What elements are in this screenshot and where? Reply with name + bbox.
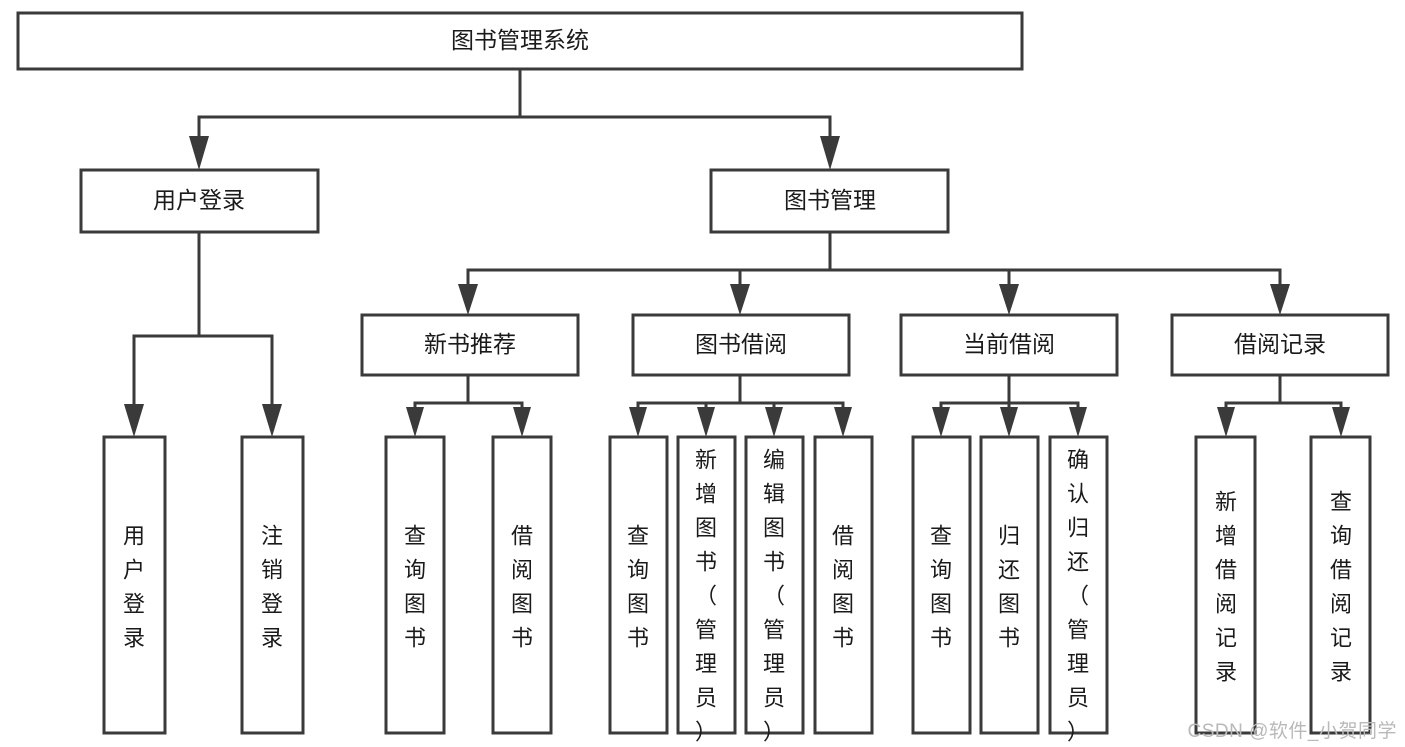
leaf-br-add-record-box[interactable]: [1194, 435, 1257, 735]
node-book-management-box[interactable]: [709, 168, 950, 234]
node-root-box[interactable]: [16, 11, 1024, 71]
node-new-book-recommend[interactable]: 新书推荐: [360, 313, 580, 377]
arrow-head-current-borrow: [999, 284, 1019, 315]
leaf-node[interactable]: 借阅图书: [813, 435, 874, 735]
connector-group-new-book: [406, 373, 531, 437]
node-borrow-record-box[interactable]: [1170, 313, 1390, 377]
arrow-head-leaf-user-login: [124, 404, 144, 437]
leaf-cb-return-book-label: 归还图书: [998, 524, 1020, 651]
leaf-node[interactable]: 确认归还（管理员）: [1048, 435, 1109, 745]
arrow-head-cb-leaf2: [1000, 407, 1018, 437]
leaf-node[interactable]: 编辑图书（管理员）: [744, 435, 805, 745]
node-root-label: 图书管理系统: [451, 27, 589, 53]
arrow-head-book-borrow: [730, 284, 750, 315]
connector-group-book-mgmt: [458, 230, 1290, 315]
leaf-br-query-record-label: 查询借阅记录: [1330, 490, 1352, 685]
leaf-nb-borrow-book-box[interactable]: [491, 435, 553, 735]
arrow-head-user-login: [189, 136, 209, 170]
leaf-bb-query-book-label: 查询图书: [627, 524, 649, 651]
leaf-logout-label: 注销登录: [261, 524, 283, 651]
arrow-head-br-leaf1: [1217, 407, 1235, 437]
arrow-head-borrow-record: [1270, 284, 1290, 315]
leaf-nb-borrow-book-label: 借阅图书: [511, 524, 533, 651]
arrow-head-book-mgmt: [820, 136, 840, 170]
connector-group-borrow-record: [1217, 373, 1350, 437]
leaf-cb-query-book-label: 查询图书: [930, 524, 952, 651]
node-book-borrow-label: 图书借阅: [695, 331, 787, 357]
connector-group-book-borrow: [629, 373, 852, 437]
leaf-br-query-record-box[interactable]: [1309, 435, 1372, 735]
leaf-user-login-label: 用户登录: [123, 524, 145, 651]
node-user-login-box[interactable]: [79, 168, 320, 234]
leaf-cb-confirm-return-box[interactable]: [1048, 435, 1109, 735]
leaf-logout-box[interactable]: [240, 435, 305, 735]
leaf-node[interactable]: 查询图书: [608, 435, 669, 735]
leaf-bb-add-book-label: 新增图书（管理员）: [695, 448, 717, 745]
arrow-head-bb-leaf4: [834, 407, 852, 437]
node-new-book-recommend-box[interactable]: [360, 313, 580, 377]
connector-group-user-login: [124, 230, 282, 437]
node-book-borrow-box[interactable]: [631, 313, 851, 377]
leaf-cb-confirm-return-label: 确认归还（管理员）: [1067, 448, 1089, 745]
leaf-node[interactable]: 归还图书: [979, 435, 1040, 735]
leaf-node[interactable]: 查询借阅记录: [1309, 435, 1372, 735]
leaf-node[interactable]: 借阅图书: [491, 435, 553, 735]
arrow-head-bb-leaf2: [697, 407, 715, 437]
leaf-bb-borrow-book-label: 借阅图书: [832, 524, 854, 651]
node-new-book-recommend-label: 新书推荐: [424, 331, 516, 357]
leaf-node[interactable]: 用户登录: [102, 435, 167, 735]
leaf-node[interactable]: 查询图书: [911, 435, 972, 735]
node-current-borrow-label: 当前借阅: [963, 331, 1055, 357]
arrow-head-br-leaf2: [1332, 407, 1350, 437]
leaf-bb-add-book-box[interactable]: [676, 435, 737, 735]
leaf-cb-query-book-box[interactable]: [911, 435, 972, 735]
leaf-bb-edit-book-label: 编辑图书（管理员）: [763, 448, 785, 745]
leaf-cb-return-book-box[interactable]: [979, 435, 1040, 735]
connector-group-root: [189, 67, 840, 170]
arrow-head-cb-leaf3: [1069, 407, 1087, 437]
node-borrow-record-label: 借阅记录: [1234, 331, 1326, 357]
node-root[interactable]: 图书管理系统: [16, 11, 1024, 71]
leaf-nb-query-book-label: 查询图书: [404, 524, 426, 651]
arrow-head-bb-leaf1: [629, 407, 647, 437]
arrow-head-new-book: [458, 284, 478, 315]
arrow-head-nb-leaf2: [513, 407, 531, 437]
node-borrow-record[interactable]: 借阅记录: [1170, 313, 1390, 377]
arrow-head-nb-leaf1: [406, 407, 424, 437]
node-book-borrow[interactable]: 图书借阅: [631, 313, 851, 377]
leaf-bb-borrow-book-box[interactable]: [813, 435, 874, 735]
node-current-borrow[interactable]: 当前借阅: [899, 313, 1119, 377]
leaf-node[interactable]: 新增图书（管理员）: [676, 435, 737, 745]
node-user-login-label: 用户登录: [153, 187, 245, 213]
arrow-head-leaf-logout: [262, 404, 282, 437]
connector-group-current-borrow: [932, 373, 1087, 437]
leaf-bb-edit-book-box[interactable]: [744, 435, 805, 735]
node-book-management[interactable]: 图书管理: [709, 168, 950, 234]
node-book-management-label: 图书管理: [784, 187, 876, 213]
arrow-head-cb-leaf1: [932, 407, 950, 437]
leaf-node[interactable]: 新增借阅记录: [1194, 435, 1257, 735]
node-current-borrow-box[interactable]: [899, 313, 1119, 377]
node-user-login[interactable]: 用户登录: [79, 168, 320, 234]
leaf-node[interactable]: 查询图书: [384, 435, 446, 735]
leaf-node[interactable]: 注销登录: [240, 435, 305, 735]
leaf-bb-query-book-box[interactable]: [608, 435, 669, 735]
leaf-user-login-box[interactable]: [102, 435, 167, 735]
arrow-head-bb-leaf3: [765, 407, 783, 437]
leaf-br-add-record-label: 新增借阅记录: [1215, 490, 1237, 685]
leaf-nb-query-book-box[interactable]: [384, 435, 446, 735]
